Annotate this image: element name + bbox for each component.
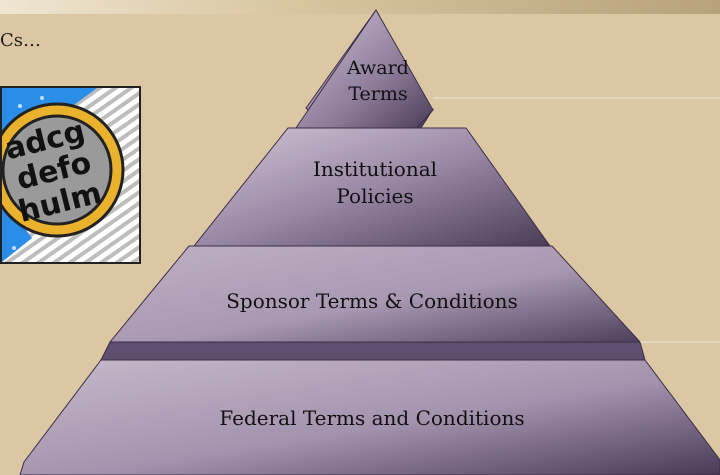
slide-top-bar [0, 0, 720, 14]
pyramid-tier-federal [19, 359, 720, 475]
tier-label-federal: Federal Terms and Conditions [219, 405, 524, 432]
tier-label-institutional: Institutional Policies [313, 156, 437, 210]
tier-label-sponsor: Sponsor Terms & Conditions [226, 288, 518, 315]
tier-label-institutional-text: Institutional Policies [312, 157, 438, 208]
pyramid-band [100, 341, 646, 361]
tier-label-sponsor-text: Sponsor Terms & Conditions [226, 289, 518, 313]
tier-label-award-text: Award Terms [347, 57, 409, 105]
magnifier-letters-icon: adcg defo hulm [0, 88, 139, 262]
spelling-clipart-image: adcg defo hulm [0, 86, 141, 264]
slide-title: Cs… [0, 30, 42, 51]
tier-label-federal-text: Federal Terms and Conditions [219, 406, 525, 430]
tier-label-award: Award Terms [347, 56, 409, 107]
